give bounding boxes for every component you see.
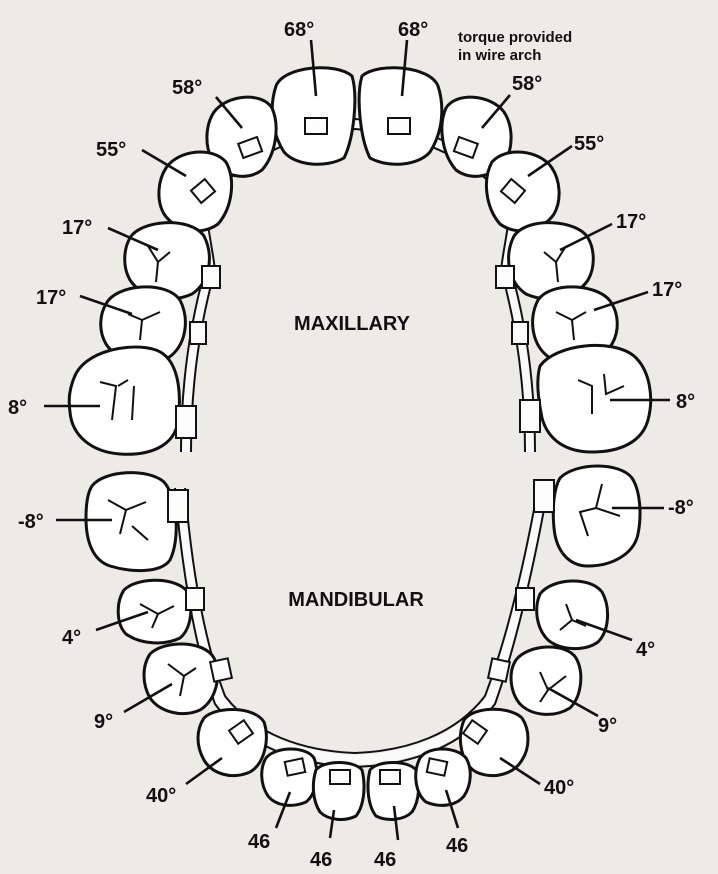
torque-note-line-1: torque provided — [458, 29, 572, 46]
tooth-lower-canine-right — [198, 709, 266, 775]
torque-label: 46 — [446, 835, 468, 857]
torque-label: 68° — [284, 19, 314, 41]
tooth-lower-first-molar-left — [553, 466, 640, 566]
torque-label: 17° — [62, 217, 92, 239]
tooth-lower-first-premolar-left — [511, 647, 581, 714]
torque-label: 55° — [574, 133, 604, 155]
torque-label: 68° — [398, 19, 428, 41]
torque-label: 8° — [676, 391, 695, 413]
tooth-lower-second-premolar-left — [537, 581, 608, 649]
maxillary-label: MAXILLARY — [294, 313, 411, 335]
torque-label: 9° — [598, 715, 617, 737]
arch-name-labels: MAXILLARY MANDIBULAR — [288, 313, 424, 611]
torque-label: 17° — [616, 211, 646, 233]
torque-label: 17° — [36, 287, 66, 309]
torque-label: 55° — [96, 139, 126, 161]
torque-label: 40° — [146, 785, 176, 807]
torque-label: 40° — [544, 777, 574, 799]
torque-label: -8° — [18, 511, 44, 533]
torque-label: 4° — [62, 627, 81, 649]
torque-label: 46 — [310, 849, 332, 871]
torque-label: 8° — [8, 397, 27, 419]
torque-label: 46 — [374, 849, 396, 871]
tooth-upper-central-incisor-left — [359, 68, 442, 165]
tooth-lower-first-molar-right — [86, 473, 176, 571]
tooth-lower-first-premolar-right — [144, 644, 218, 714]
torque-label: -8° — [668, 497, 694, 519]
torque-label: 46 — [248, 831, 270, 853]
tooth-lower-incisor-4 — [416, 749, 471, 805]
torque-label: 58° — [512, 73, 542, 95]
torque-label: 4° — [636, 639, 655, 661]
torque-label: 58° — [172, 77, 202, 99]
torque-note-line-2: in wire arch — [458, 47, 541, 64]
torque-label: 9° — [94, 711, 113, 733]
torque-label: 17° — [652, 279, 682, 301]
torque-note: torque provided in wire arch — [458, 29, 572, 64]
mandibular-label: MANDIBULAR — [288, 589, 424, 611]
tooth-upper-first-molar-right — [69, 347, 179, 454]
